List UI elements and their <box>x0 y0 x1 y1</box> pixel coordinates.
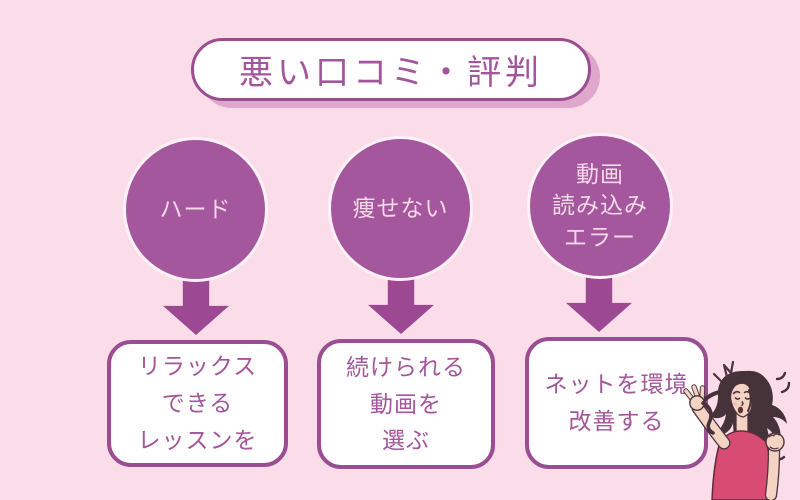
solution-box-choose-videos: 続けられる 動画を 選ぶ <box>317 339 495 469</box>
problem-circle-hard: ハード <box>123 137 268 282</box>
solution-box-improve-network: ネットを環境 改善する <box>525 337 708 469</box>
arrow-down-icon-2 <box>368 278 434 334</box>
solution-box-relax-lessons-label: リラックス できる レッスンを <box>137 353 258 453</box>
problem-circle-video-error: 動画 読み込み エラー <box>527 133 673 279</box>
solution-box-improve-network-label: ネットを環境 改善する <box>544 371 689 434</box>
stressed-woman-illustration <box>683 360 791 500</box>
problem-circle-no-weight-loss-label: 痩せない <box>352 194 449 221</box>
title-banner: 悪い口コミ・評判 <box>191 38 591 101</box>
problem-circle-no-weight-loss: 痩せない <box>328 136 473 281</box>
arrow-down-icon-1 <box>163 279 229 335</box>
title-text: 悪い口コミ・評判 <box>239 54 543 92</box>
solution-box-choose-videos-label: 続けられる 動画を 選ぶ <box>346 353 466 454</box>
problem-circle-video-error-label: 動画 読み込み エラー <box>552 161 648 250</box>
arrow-down-icon-3 <box>566 276 632 332</box>
problem-circle-hard-label: ハード <box>159 195 232 222</box>
solution-box-relax-lessons: リラックス できる レッスンを <box>107 340 288 467</box>
